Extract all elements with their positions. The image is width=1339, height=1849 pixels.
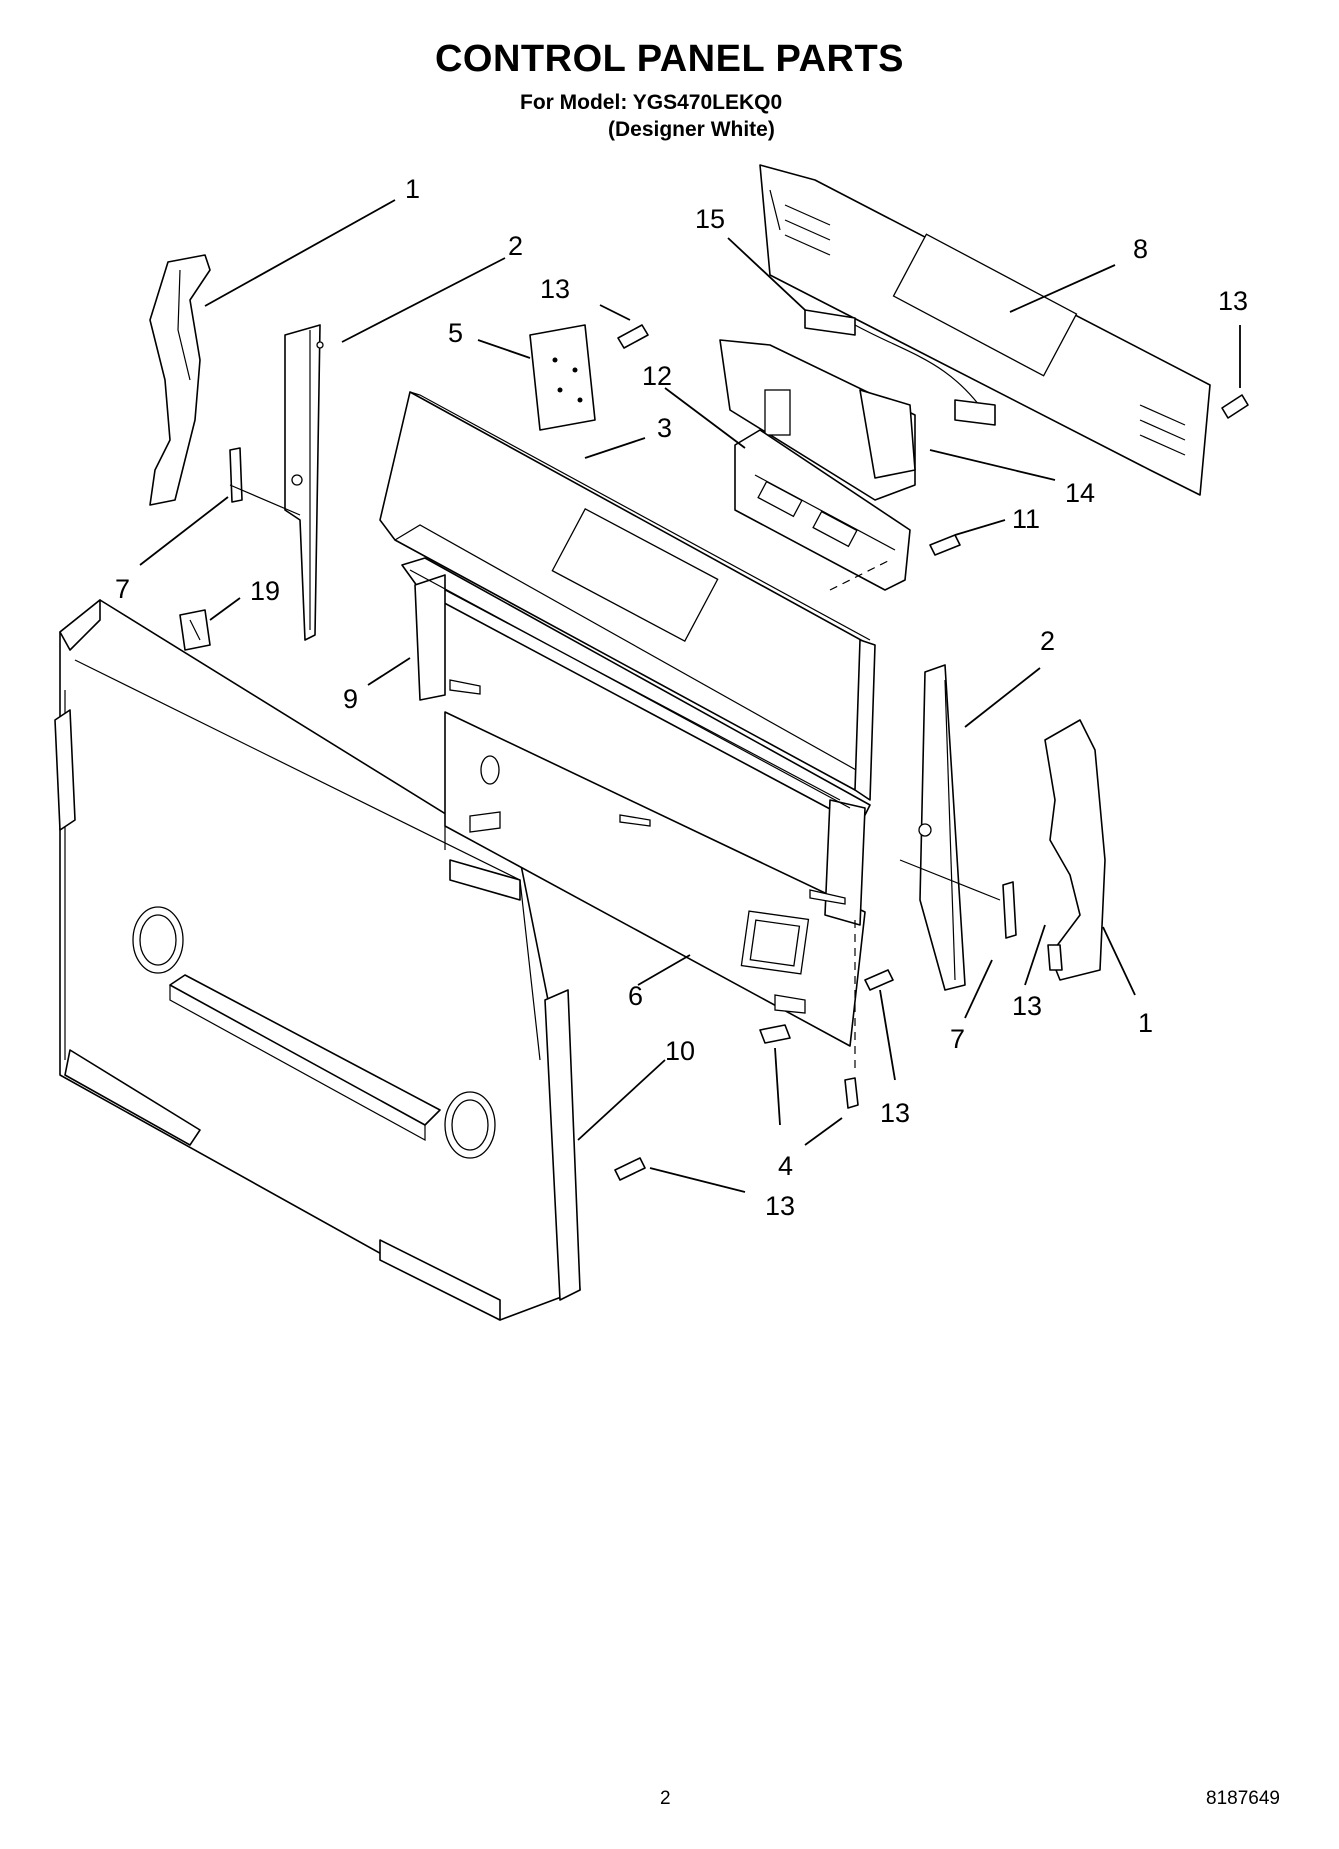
callout-15: 15 xyxy=(695,204,725,234)
model-line: For Model: YGS470LEKQ0 xyxy=(520,91,783,114)
callout-13-bottom: 13 xyxy=(765,1191,795,1221)
callout-8: 8 xyxy=(1133,234,1148,264)
callout-10: 10 xyxy=(665,1036,695,1066)
callout-6: 6 xyxy=(628,981,643,1011)
part-5-board xyxy=(529,324,596,431)
callout-12: 12 xyxy=(642,361,672,391)
part-15-harness xyxy=(804,309,996,426)
screw-11 xyxy=(929,534,961,556)
screw-13-right-low xyxy=(1047,944,1063,971)
callout-2-right: 2 xyxy=(1040,626,1055,656)
callout-5: 5 xyxy=(448,318,463,348)
part-1-left-endcap xyxy=(149,254,211,506)
callout-13-mid: 13 xyxy=(1012,991,1042,1021)
callout-3: 3 xyxy=(657,413,672,443)
callout-13-right: 13 xyxy=(1218,286,1248,316)
page-title: CONTROL PANEL PARTS xyxy=(434,38,905,80)
screw-4b xyxy=(759,1024,791,1044)
part-19-clip xyxy=(179,609,211,651)
page-number: 2 xyxy=(660,1788,671,1809)
callout-labels: 1 2 13 5 15 8 13 12 3 14 7 19 11 9 2 1 7… xyxy=(115,174,1248,1221)
callout-13-low: 13 xyxy=(880,1098,910,1128)
screw-4 xyxy=(844,1077,859,1109)
screw-13-bottom xyxy=(614,1157,646,1181)
callout-7-right: 7 xyxy=(950,1024,965,1054)
leader-lines xyxy=(139,199,1241,1193)
part-12-overlay xyxy=(734,429,911,591)
screw-13-mid xyxy=(864,969,894,991)
part-9-frame xyxy=(401,557,871,926)
callout-4: 4 xyxy=(778,1151,793,1181)
callout-1-left: 1 xyxy=(405,174,420,204)
screw-13-right xyxy=(1221,394,1249,419)
screws xyxy=(614,324,1249,1181)
part-7-left-clip xyxy=(229,447,243,503)
callout-9: 9 xyxy=(343,684,358,714)
part-6-lower-panel xyxy=(444,711,866,1047)
callout-11: 11 xyxy=(1012,504,1040,534)
screw-13-top xyxy=(617,324,649,349)
part-2-right-bracket xyxy=(918,664,966,991)
part-8-rear-shield xyxy=(759,164,1211,496)
part-14-electronic-control xyxy=(719,339,916,501)
color-line: (Designer White) xyxy=(608,118,775,141)
part-10-rear-panel xyxy=(54,599,581,1321)
callout-19: 19 xyxy=(250,576,280,606)
document-number: 8187649 xyxy=(1206,1788,1280,1809)
part-3-control-housing xyxy=(379,391,876,801)
callout-2-left: 2 xyxy=(508,231,523,261)
callout-13-top: 13 xyxy=(540,274,570,304)
callout-7-left: 7 xyxy=(115,574,130,604)
part-7-right-clip xyxy=(1002,881,1017,939)
part-1-right-endcap xyxy=(1044,719,1106,981)
callout-14: 14 xyxy=(1065,478,1095,508)
callout-1-right: 1 xyxy=(1138,1008,1153,1038)
part-2-left-bracket xyxy=(284,324,324,641)
